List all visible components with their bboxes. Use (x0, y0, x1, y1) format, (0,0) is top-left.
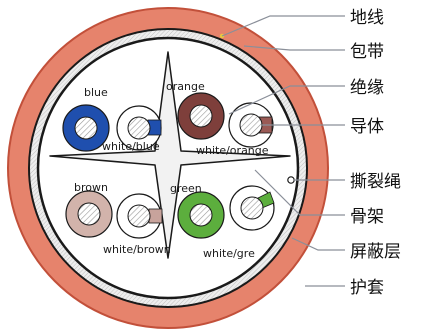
callout-shield: 屏蔽层 (350, 242, 401, 262)
stripe-white-brown (148, 208, 163, 224)
wire-white-brown-conductor (127, 204, 151, 228)
cross-filler-shape (49, 51, 291, 259)
label-blue: blue (84, 86, 108, 99)
callout-cross-filler: 骨架 (350, 207, 384, 227)
wire-white-blue-conductor (127, 116, 151, 140)
callout-wrapping-tape: 包带 (350, 42, 384, 62)
wire-green-conductor (189, 203, 213, 227)
wire-blue-conductor (74, 116, 98, 140)
pair-brown: brown white/brown (65, 181, 171, 256)
leader-shield (291, 237, 345, 251)
label-white-blue: white/blue (102, 140, 160, 153)
callout-conductor: 导体 (350, 117, 384, 137)
leader-wrapping-tape (243, 45, 345, 51)
callout-drain-wire: 地线 (350, 8, 384, 28)
label-brown: brown (74, 181, 108, 194)
wire-orange-conductor (189, 104, 213, 128)
pair-blue: blue white/blue (62, 86, 162, 153)
wire-brown-conductor (77, 202, 101, 226)
wire-white-orange-conductor (239, 113, 263, 137)
leader-insulation (228, 85, 345, 115)
wire-white-green-conductor (240, 196, 264, 220)
callout-ripcord: 撕裂绳 (350, 172, 401, 192)
leader-lines (221, 15, 345, 287)
ripcord-dot (287, 176, 295, 184)
callout-jacket: 护套 (350, 278, 384, 298)
leader-cross-filler (254, 169, 345, 216)
label-orange: orange (166, 80, 205, 93)
pair-orange: orange white/orange (166, 80, 274, 157)
pair-green: green white/gre (170, 182, 275, 260)
label-green: green (170, 182, 202, 195)
leader-drain-wire (221, 15, 345, 37)
label-white-brown: white/brown (103, 243, 171, 256)
label-white-green: white/gre (203, 247, 255, 260)
label-white-orange: white/orange (196, 144, 269, 157)
callout-insulation: 绝缘 (350, 78, 384, 98)
